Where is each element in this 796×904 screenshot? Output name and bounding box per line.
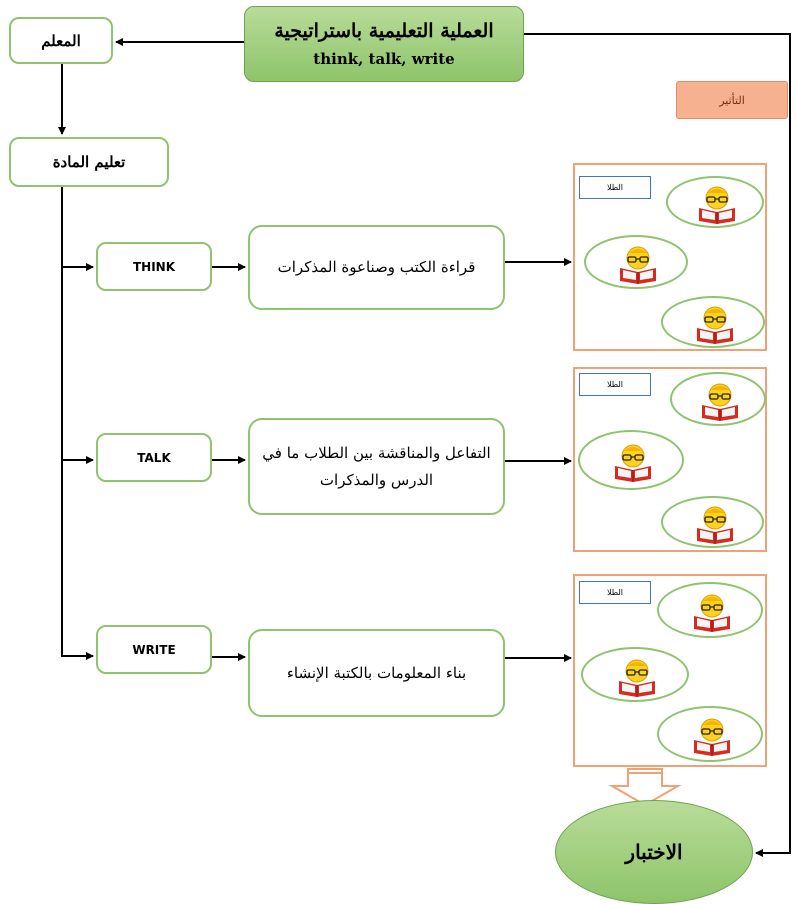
student-reading — [670, 372, 766, 426]
student-reading — [666, 176, 764, 228]
think-description: قراءة الكتب وصناعوة المذكرات — [248, 225, 505, 310]
student-reading — [584, 235, 688, 289]
subject-box: تعليم المادة — [9, 137, 169, 187]
teacher-box: المعلم — [9, 17, 113, 64]
reading-student-icon — [698, 381, 742, 425]
write-box: WRITE — [96, 625, 212, 674]
talk-box: TALK — [96, 433, 212, 482]
reading-student-icon — [690, 716, 734, 760]
strategy-title: العملية التعليمية باستراتيجية — [274, 20, 494, 42]
title-to-exam-loop — [524, 33, 791, 857]
student-reading — [657, 706, 763, 762]
effect-box: التأثير — [676, 81, 788, 119]
write-description: بناء المعلومات بالكتبة الإنشاء — [248, 629, 505, 717]
student-reading — [661, 496, 764, 548]
students-panel-talk: الطلا — [573, 367, 767, 552]
reading-student-icon — [615, 657, 659, 701]
strategy-subtitle: think, talk, write — [313, 50, 455, 68]
talk-description: التفاعل والمناقشة بين الطلاب ما في الدرس… — [248, 418, 505, 515]
student-reading — [657, 582, 763, 638]
students-panel-think: الطلا — [573, 163, 767, 351]
think-box: THINK — [96, 242, 212, 291]
student-reading — [581, 647, 689, 702]
reading-student-icon — [693, 304, 737, 348]
reading-student-icon — [690, 592, 734, 636]
strategy-title-box: العملية التعليمية باستراتيجية think, tal… — [244, 6, 524, 82]
exam-ellipse: الاختبار — [555, 800, 753, 904]
students-label: الطلا — [579, 581, 651, 604]
student-reading — [578, 430, 684, 490]
reading-student-icon — [693, 504, 737, 548]
down-hollow-arrow — [608, 768, 682, 807]
reading-student-icon — [611, 442, 655, 486]
reading-student-icon — [616, 244, 660, 288]
reading-student-icon — [695, 184, 739, 228]
students-panel-write: الطلا — [573, 574, 767, 767]
students-label: الطلا — [579, 176, 651, 199]
student-reading — [661, 296, 765, 348]
students-label: الطلا — [579, 373, 651, 396]
